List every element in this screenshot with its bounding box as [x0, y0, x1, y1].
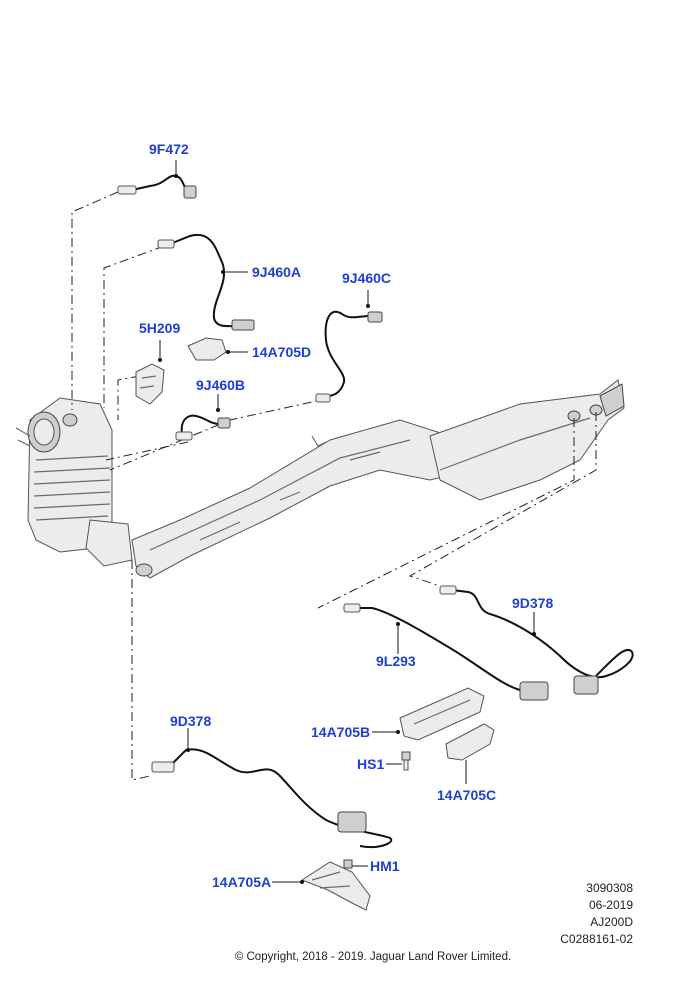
callout-14a705a: 14A705A [212, 874, 271, 890]
callout-9f472: 9F472 [149, 141, 189, 157]
sensor-9j460c [315, 290, 383, 403]
callout-9d378-upper: 9D378 [512, 595, 553, 611]
callout-14a705d: 14A705D [252, 344, 311, 360]
callout-labels: 9F472 9J460A 9J460C 5H209 14A705D 9J460B… [139, 141, 553, 890]
sensor-9j460a [157, 233, 255, 331]
exhaust-pipe [131, 419, 471, 579]
bracket-14a705c [445, 723, 495, 784]
callout-9d378-lower: 9D378 [170, 713, 211, 729]
sensor-9d378-upper [439, 585, 634, 695]
bracket-14a705a [272, 861, 371, 911]
callout-9j460b: 9J460B [196, 377, 245, 393]
bracket-14a705d [187, 337, 248, 361]
rear-silencer [429, 379, 625, 501]
reference-code: 3090308 [586, 881, 633, 895]
callout-9j460c: 9J460C [342, 270, 391, 286]
bracket-5h209 [135, 340, 165, 405]
exhaust-assembly [15, 379, 625, 579]
sensor-9j460b [175, 394, 231, 441]
callout-14a705c: 14A705C [437, 787, 496, 803]
reference-date: 06-2019 [589, 898, 633, 912]
sensor-9d378-lower [151, 728, 393, 848]
reference-catalog: C0288161-02 [560, 932, 633, 946]
bolt-hs1 [386, 751, 411, 771]
callout-9l293: 9L293 [376, 653, 416, 669]
callout-hm1: HM1 [370, 858, 400, 874]
sensor-9l293 [343, 603, 549, 701]
bracket-14a705b [372, 687, 485, 741]
copyright-notice: © Copyright, 2018 - 2019. Jaguar Land Ro… [235, 951, 511, 963]
bolt-hm1 [343, 859, 368, 869]
callout-14a705b: 14A705B [311, 724, 370, 740]
callout-5h209: 5H209 [139, 320, 180, 336]
catalytic-converter [15, 397, 133, 567]
callout-hs1: HS1 [357, 756, 384, 772]
reference-model: AJ200D [590, 915, 633, 929]
reference-block: 3090308 06-2019 AJ200D C0288161-02 [560, 881, 633, 946]
callout-9j460a: 9J460A [252, 264, 301, 280]
sensor-9f472 [117, 160, 197, 199]
